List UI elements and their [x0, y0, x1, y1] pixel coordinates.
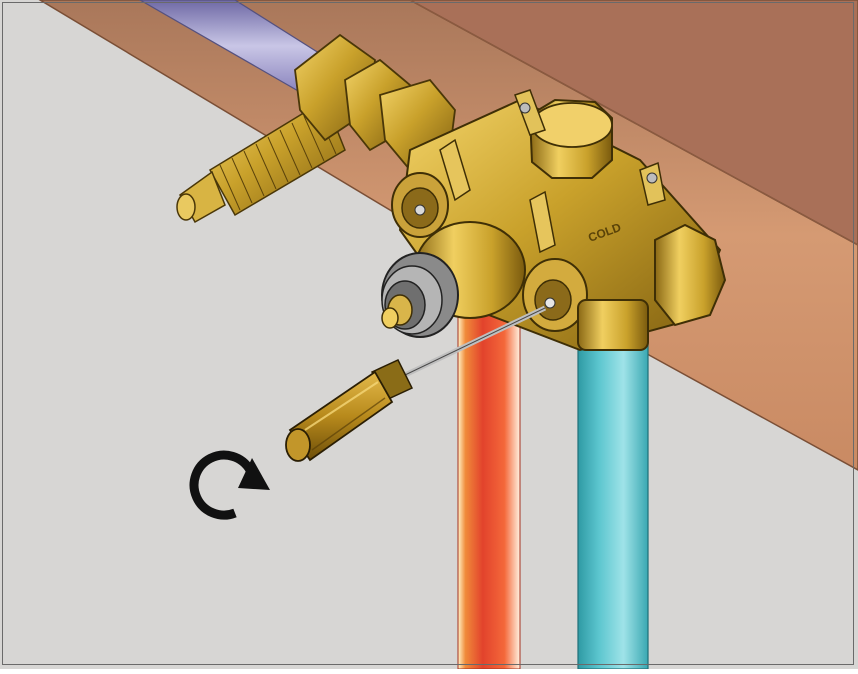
hot-water-pipe [457, 314, 521, 670]
rotation-arrow-icon [189, 450, 270, 520]
screwdriver [285, 305, 547, 462]
valve-cartridge [381, 252, 459, 338]
threaded-stem [176, 98, 346, 224]
cold-water-pipe [577, 324, 649, 670]
compression-nut [294, 33, 456, 172]
